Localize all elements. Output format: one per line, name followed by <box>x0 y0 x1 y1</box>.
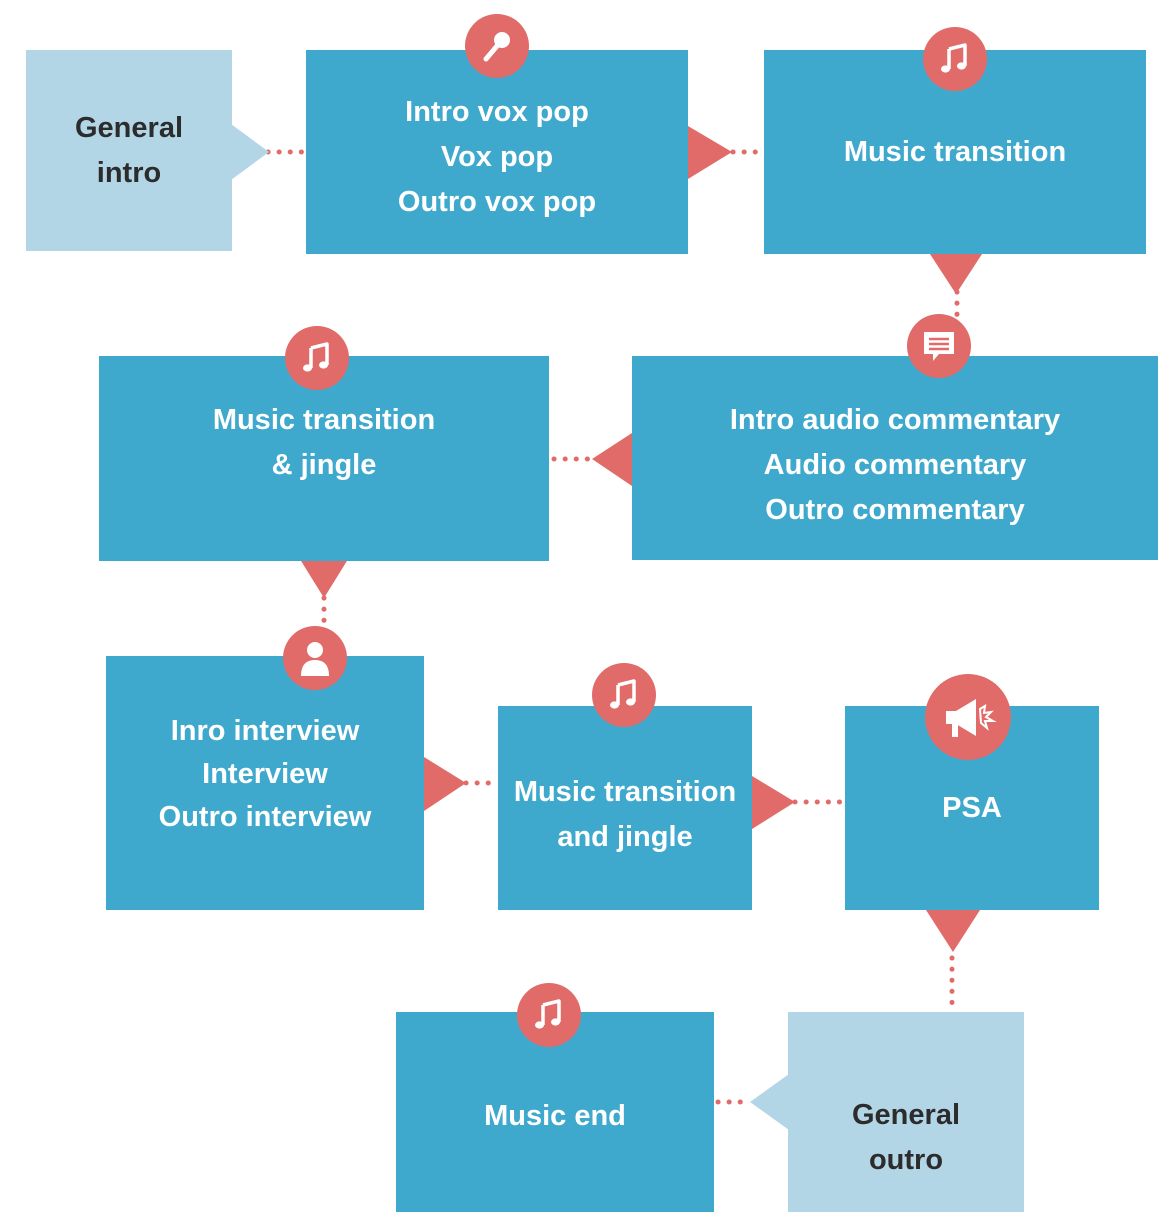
comment-icon <box>907 314 971 378</box>
microphone-icon <box>465 14 529 78</box>
node-audio-commentary-line-1: Intro audio commentary <box>729 403 1061 436</box>
node-vox-pop-line-3: Outro vox pop <box>397 185 597 218</box>
node-music-transition-jingle-line-1: Music transition <box>212 403 436 436</box>
node-general-outro-pointer <box>750 1074 789 1130</box>
arrow-jingle-to-interview <box>298 556 350 598</box>
arrow-psa-to-outro <box>926 910 980 952</box>
person-icon <box>283 626 347 690</box>
megaphone-icon <box>925 674 1011 760</box>
node-music-transition-1-line-1: Music transition <box>843 135 1067 168</box>
music-note-icon <box>285 326 349 390</box>
node-interview-line-2: Interview <box>202 757 328 790</box>
node-general-intro: General intro <box>26 50 232 251</box>
music-note-icon <box>923 27 987 91</box>
node-vox-pop: Intro vox pop Vox pop Outro vox pop <box>306 50 688 254</box>
node-audio-commentary: Intro audio commentary Audio commentary … <box>632 356 1158 560</box>
node-general-intro-line-2: intro <box>96 156 162 189</box>
arrow-interview-to-music2 <box>424 757 466 811</box>
node-general-outro: General outro <box>788 1012 1024 1212</box>
music-note-icon <box>517 983 581 1047</box>
arrow-voxpop-to-music <box>688 126 732 179</box>
node-music-transition-and-jingle: Music transition and jingle <box>498 706 752 910</box>
arrow-commentary-to-jingle <box>592 433 632 486</box>
node-general-intro-pointer <box>231 124 269 180</box>
node-general-intro-line-1: General <box>75 111 183 144</box>
arrow-music-to-commentary <box>930 254 982 294</box>
node-interview-line-1: Inro interview <box>170 714 360 747</box>
node-general-outro-line-2: outro <box>868 1144 944 1176</box>
node-music-transition-jingle: Music transition & jingle <box>99 356 549 561</box>
node-vox-pop-line-2: Vox pop <box>440 140 554 173</box>
node-psa-line-1: PSA <box>942 791 1002 824</box>
music-note-icon <box>592 663 656 727</box>
node-music-end-line-1: Music end <box>484 1099 626 1132</box>
arrow-music2-to-psa <box>752 776 795 829</box>
node-general-outro-line-1: General <box>852 1099 960 1131</box>
node-interview: Inro interview Interview Outro interview <box>106 656 424 910</box>
node-audio-commentary-line-3: Outro commentary <box>765 493 1025 526</box>
node-music-transition-jingle-line-2: & jingle <box>271 448 377 481</box>
node-audio-commentary-line-2: Audio commentary <box>763 448 1027 481</box>
node-music-transition-and-jingle-line-1: Music transition <box>513 776 737 808</box>
node-music-transition-and-jingle-line-2: and jingle <box>557 821 693 853</box>
node-vox-pop-line-1: Intro vox pop <box>405 95 589 128</box>
node-interview-line-3: Outro interview <box>158 800 372 833</box>
